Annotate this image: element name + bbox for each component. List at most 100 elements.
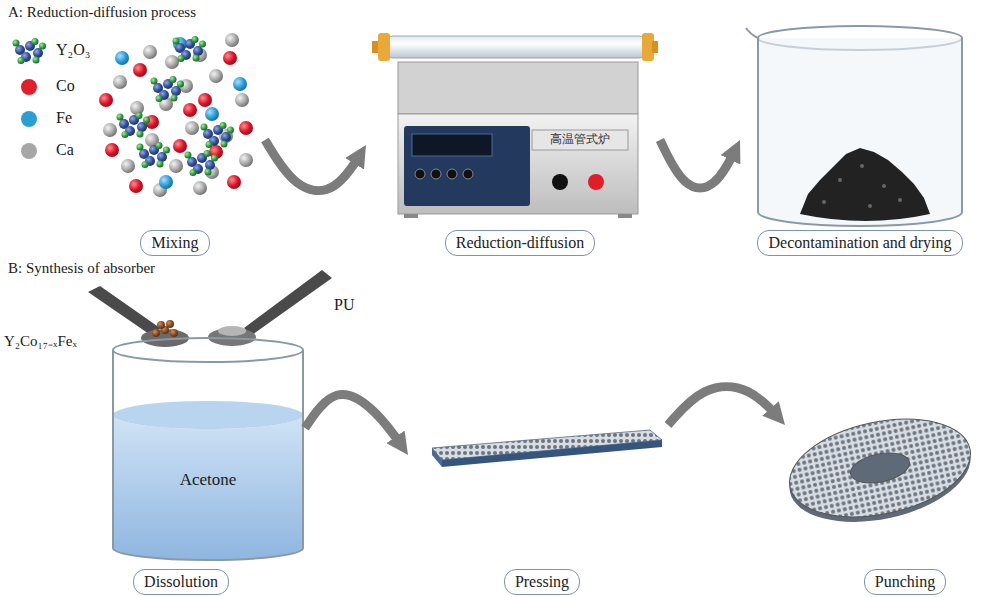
legend-swatch	[21, 143, 37, 159]
beaker-with-acetone	[113, 350, 303, 560]
beaker-with-powder	[838, 178, 842, 182]
powder-mixture	[209, 69, 223, 83]
step-label: Mixing	[140, 230, 209, 256]
pressed-sheet	[442, 440, 662, 467]
powder-mixture	[151, 76, 185, 102]
tube-furnace	[398, 114, 638, 214]
beaker-with-powder	[746, 28, 758, 38]
spoon-with-alloy	[157, 321, 165, 329]
process-arrow	[265, 140, 366, 191]
powder-mixture	[113, 75, 127, 89]
beaker-with-acetone	[113, 338, 303, 362]
beaker-with-powder	[800, 148, 930, 221]
beaker-with-powder	[860, 164, 864, 168]
spoon-with-pu	[218, 326, 246, 336]
tube-furnace	[618, 214, 632, 218]
tube-furnace	[404, 214, 418, 218]
section-heading: B: Synthesis of absorber	[8, 260, 155, 277]
spoon-with-alloy	[166, 320, 174, 328]
tube-furnace	[588, 174, 604, 190]
material-label: PU	[334, 296, 354, 314]
spoon-with-alloy	[88, 286, 160, 336]
beaker-with-powder	[822, 200, 826, 204]
legend-text: Co	[56, 76, 75, 96]
beaker-with-acetone	[113, 338, 303, 560]
process-step: Punching	[785, 395, 980, 597]
powder-mixture	[121, 159, 135, 173]
spoon-with-pu	[244, 270, 332, 335]
powder-mixture	[227, 175, 241, 189]
liquid-label: Acetone	[180, 470, 237, 490]
tube-furnace	[532, 130, 628, 150]
legend-text: Fe	[56, 108, 72, 128]
tube-furnace	[652, 41, 658, 53]
tube-furnace	[382, 36, 650, 58]
beaker-with-acetone	[113, 415, 303, 560]
legend-swatch	[21, 111, 37, 127]
process-arrow	[668, 387, 785, 425]
tube-furnace	[404, 126, 530, 206]
beaker-with-powder	[758, 38, 962, 226]
powder-mixture	[117, 112, 151, 138]
step-label: Reduction-diffusion	[445, 230, 596, 256]
powder-mixture	[169, 159, 183, 173]
powder-mixture	[165, 55, 179, 69]
tube-furnace	[372, 33, 658, 218]
powder-mixture	[99, 33, 253, 197]
process-step: Mixing	[95, 30, 265, 258]
step-label: Pressing	[504, 569, 580, 595]
step-label: Dissolution	[133, 569, 229, 595]
step-label: Decontamination and drying	[757, 230, 962, 256]
powder-mixture	[198, 93, 212, 107]
powder-mixture	[99, 93, 113, 107]
pressed-sheet	[432, 430, 662, 467]
process-step: Pressing	[408, 395, 668, 597]
beaker-with-acetone	[113, 401, 303, 429]
beaker-with-powder	[882, 184, 886, 188]
process-arrow	[660, 140, 740, 188]
powder-mixture	[201, 122, 235, 148]
material-label: Y₂Co₁₇₋ₓFeₓ	[4, 333, 77, 350]
process-arrow	[305, 394, 408, 455]
powder-mixture	[233, 77, 247, 91]
powder-mixture	[143, 45, 157, 59]
spoon-with-pu	[208, 270, 332, 346]
molecule-icon	[13, 38, 47, 64]
process-step: Dissolution	[108, 335, 305, 597]
spoon-with-alloy	[170, 329, 178, 337]
powder-mixture	[239, 153, 253, 167]
legend-text: Ca	[56, 140, 74, 160]
process-step: Decontamination and drying	[740, 18, 984, 258]
powder-mixture	[173, 139, 187, 153]
powder-mixture	[105, 143, 119, 157]
tube-furnace	[378, 33, 390, 61]
powder-mixture	[185, 150, 219, 176]
powder-mixture	[137, 142, 171, 168]
spoon-with-alloy	[152, 329, 160, 337]
powder-mixture	[193, 181, 207, 195]
process-step: Reduction-diffusion	[366, 18, 660, 258]
tube-furnace	[398, 62, 638, 114]
powder-mixture	[235, 93, 249, 107]
powder-mixture	[185, 121, 199, 135]
powder-mixture	[115, 51, 129, 65]
tube-furnace	[463, 169, 473, 179]
punched-ring	[780, 404, 979, 532]
punched-ring	[780, 404, 979, 537]
furnace-nameplate: 高温管式炉	[550, 133, 610, 147]
powder-mixture	[225, 33, 239, 47]
pressed-sheet	[432, 448, 442, 467]
tube-furnace	[431, 169, 441, 179]
molecule-icon	[12, 38, 46, 64]
powder-mixture	[129, 179, 143, 193]
tube-furnace	[552, 174, 568, 190]
step-label: Punching	[864, 569, 946, 595]
beaker-with-powder	[898, 198, 902, 202]
powder-mixture	[173, 36, 207, 62]
tube-furnace	[415, 169, 425, 179]
beaker-with-powder	[746, 26, 962, 226]
powder-mixture	[103, 123, 117, 137]
